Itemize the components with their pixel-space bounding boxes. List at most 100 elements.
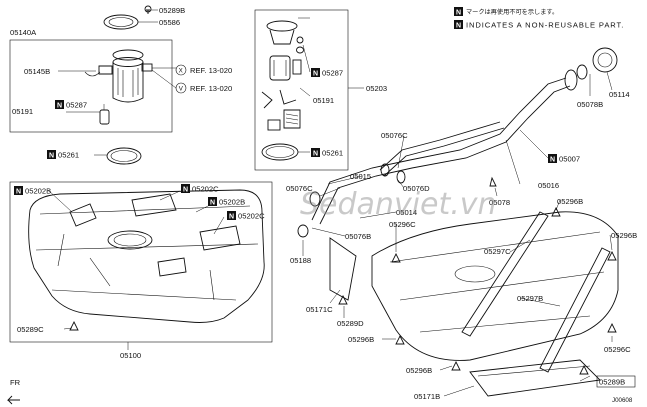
pump-filter (99, 109, 110, 125)
label-05114: 05114 (609, 90, 630, 99)
tank-protector (329, 211, 619, 397)
sender-spring (285, 113, 299, 125)
n-symbol-text: N (49, 153, 54, 160)
leader-lines (47, 9, 613, 397)
seal-ring-right-inner (265, 146, 295, 158)
sender-neck (269, 29, 295, 45)
bolt (146, 9, 150, 14)
n-symbol-text: N (456, 23, 461, 30)
label-05296B-right: 05296B (611, 231, 637, 240)
label-05296B-bottom-2: 05296B (406, 366, 432, 375)
non-reusable-symbol (55, 100, 64, 109)
label-05261-left: 05261 (58, 151, 79, 160)
non-reusable-symbol (311, 148, 320, 157)
filler-gasket (576, 64, 588, 80)
label-05289C: 05289C (17, 325, 44, 334)
protector-05171C (329, 237, 357, 301)
pump-body (112, 62, 144, 103)
fuel-cap (592, 47, 618, 73)
bolt-05289D (338, 294, 348, 305)
tank-contours (35, 205, 259, 301)
label-05015: 05015 (350, 172, 371, 181)
hose-clamp-3 (309, 191, 321, 207)
ref-x-circle (175, 64, 187, 76)
filler-pipe-outer (319, 85, 571, 225)
label-05076B: 05076B (345, 232, 371, 241)
legend-japanese-text: マークは再使用不可を示します。 (466, 8, 558, 16)
non-reusable-symbol (311, 68, 320, 77)
tank-pad-2 (131, 193, 177, 217)
bolt-05296B-tr (551, 206, 561, 217)
label-05586: 05586 (159, 18, 180, 27)
bolt-05078 (489, 176, 497, 187)
hose-clamp-2 (396, 170, 406, 184)
oring-small-2 (296, 46, 304, 54)
sender-flange (266, 20, 298, 32)
label-05296C-right: 05296C (604, 345, 631, 354)
label-05100: 05100 (120, 351, 141, 360)
non-reusable-symbol (181, 184, 190, 193)
label-05289D: 05289D (337, 319, 364, 328)
label-05261-right: 05261 (322, 149, 343, 158)
label-05297B: 05297B (517, 294, 543, 303)
grommet-05188 (297, 224, 309, 238)
label-05296B-top-right: 05296B (557, 197, 583, 206)
pump-flange (112, 49, 144, 61)
non-reusable-symbol (208, 197, 217, 206)
label-05007: 05007 (559, 155, 580, 164)
sender-spring-housing (283, 109, 301, 129)
seal-ring-left (106, 147, 142, 165)
protector-05171B (469, 359, 601, 397)
non-reusable-symbol (454, 20, 463, 29)
fuel-tank-frame (9, 181, 273, 343)
ref-v-letter: V (179, 85, 184, 92)
label-05145B: 05145B (24, 67, 50, 76)
tank-pad-4 (157, 257, 187, 277)
sender-pump-lines (273, 60, 287, 76)
n-symbol-text: N (183, 187, 188, 194)
lock-ring-inner (108, 17, 134, 27)
front-label: FR (10, 378, 21, 387)
label-05188: 05188 (290, 256, 311, 265)
pump-module-group (9, 39, 173, 133)
hose-clamp-1 (380, 163, 390, 177)
n-symbol-text: N (210, 200, 215, 207)
diagram-code: J00608 (612, 397, 633, 404)
pump-bracket (98, 65, 113, 75)
sender-gauge (267, 119, 281, 131)
bolt-05289C (69, 320, 79, 331)
n-symbol-text: N (456, 10, 461, 17)
sender-pump (269, 55, 291, 81)
n-symbol-text: N (57, 103, 62, 110)
label-05171C: 05171C (306, 305, 333, 314)
label-05076C-mid: 05076C (286, 184, 313, 193)
sender-arms (261, 89, 297, 109)
bolt-05296C (391, 252, 401, 263)
fuel-cap-inner (597, 52, 613, 68)
legend: N マークは再使用不可を示します。 N INDICATES A NON-REUS… (454, 7, 623, 30)
bolt-05296B-b (395, 334, 405, 345)
sender-module-group (254, 9, 349, 171)
tank-pump-opening (107, 230, 153, 250)
label-05287-right: 05287 (322, 69, 343, 78)
part-labels: 05289B 05586 05140A 05145B 05191 N 05287… (10, 6, 637, 401)
label-05171B: 05171B (414, 392, 440, 401)
seal-ring-left-inner (110, 150, 138, 162)
label-05296C-top: 05296C (389, 220, 416, 229)
label-05014: 05014 (396, 208, 417, 217)
filler-pipe (297, 47, 618, 238)
label-05289B: 05289B (159, 6, 185, 15)
ref-v-text: REF. 13-020 (190, 84, 232, 93)
label-05202B-right: 05202B (219, 198, 245, 207)
n-symbol-text: N (550, 157, 555, 164)
label-05296B-bottom: 05296B (348, 335, 374, 344)
tank-pad-1 (69, 203, 97, 227)
pump-connector (141, 63, 153, 72)
label-05289B-bottom-box (596, 375, 636, 388)
label-05078B: 05078B (577, 100, 603, 109)
label-05203: 05203 (366, 84, 387, 93)
heat-shield-hole (454, 265, 496, 283)
front-arrow-icon (6, 395, 20, 405)
bolt-05289B-b (579, 364, 589, 375)
tank-band-05297C (461, 211, 549, 337)
